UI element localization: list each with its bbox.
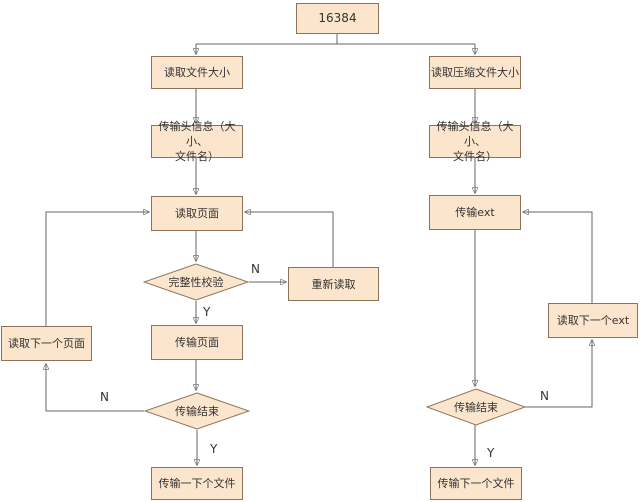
node-integrity-check: 完整性校验	[143, 263, 249, 301]
edge-label-left-end-n: N	[100, 390, 109, 404]
edge-label-left-end-y: Y	[210, 442, 218, 456]
node-send-header-right: 传输头信息（大小、 文件名）	[429, 120, 521, 163]
node-send-header-left: 传输头信息（大小、 文件名）	[151, 120, 243, 163]
edge-label-right-end-n: N	[540, 389, 549, 403]
node-read-file-size: 读取文件大小	[151, 56, 243, 89]
node-send-next-file-left-label: 传输一下个文件	[158, 477, 236, 490]
connector-next-ext-loop	[523, 212, 593, 303]
node-send-next-file-left: 传输一下个文件	[151, 467, 243, 500]
connector-left-end-n	[46, 364, 144, 412]
node-send-page: 传输页面	[151, 325, 243, 360]
node-transfer-end-left: 传输结束	[144, 392, 250, 430]
node-send-next-file-right-label: 传输下一个文件	[437, 477, 515, 490]
node-send-page-label: 传输页面	[175, 336, 219, 349]
node-read-zip-size: 读取压缩文件大小	[429, 56, 521, 89]
node-read-next-page: 读取下一个页面	[1, 326, 92, 361]
node-read-file-size-label: 读取文件大小	[164, 66, 230, 79]
node-send-next-file-right: 传输下一个文件	[430, 467, 522, 500]
node-read-next-ext: 读取下一个ext	[548, 303, 638, 338]
node-transfer-end-left-label: 传输结束	[175, 405, 219, 418]
node-read-zip-size-label: 读取压缩文件大小	[431, 66, 519, 79]
node-transfer-end-right: 传输结束	[426, 388, 526, 426]
connector-right-end-n	[525, 340, 592, 408]
node-send-header-left-label: 传输头信息（大小、 文件名）	[158, 120, 236, 163]
diamond-shape	[426, 388, 526, 426]
node-integrity-check-label: 完整性校验	[168, 276, 224, 289]
node-root-label: 16384	[318, 11, 357, 25]
node-reread: 重新读取	[288, 267, 379, 301]
node-read-next-ext-label: 读取下一个ext	[556, 314, 630, 327]
node-read-page: 读取页面	[151, 196, 243, 231]
diamond-shape	[144, 392, 250, 430]
node-read-next-page-label: 读取下一个页面	[8, 337, 85, 350]
node-reread-label: 重新读取	[311, 277, 356, 291]
node-root: 16384	[296, 3, 379, 34]
edge-label-right-end-y: Y	[487, 446, 495, 460]
edge-label-integrity-n: N	[251, 262, 260, 276]
node-send-ext-label: 传输ext	[455, 206, 495, 219]
connector-reread-loop	[245, 212, 334, 267]
edge-label-integrity-y: Y	[203, 305, 211, 319]
node-send-header-right-label: 传输头信息（大小、 文件名）	[436, 120, 514, 163]
node-send-ext: 传输ext	[429, 195, 521, 230]
connector-next-page-loop	[45, 212, 149, 326]
node-read-page-label: 读取页面	[175, 207, 219, 220]
node-transfer-end-right-label: 传输结束	[454, 401, 498, 414]
diamond-shape	[143, 263, 249, 301]
